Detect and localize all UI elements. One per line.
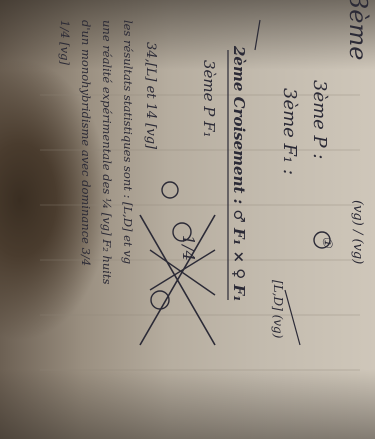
result-line-1: les résultats statistiques sont : [L,D] … (121, 20, 135, 265)
result-line-3: d'un monohybridisme avec dominance 3/4 (79, 20, 93, 267)
phenotype-line-text: 34,[L] et 14 [vg] (143, 42, 158, 150)
top-shadow (0, 0, 375, 70)
generation-top-text: 3ème (344, 0, 372, 61)
result-line-4: 1/4 [vg] (58, 20, 72, 65)
gen-line-text: 3ème P F₁ (200, 60, 218, 138)
genotype-ratio-text: (vg) / (vg) (350, 200, 365, 265)
line-p-text: 3ème P : (309, 80, 330, 160)
bottom-shadow (0, 369, 375, 439)
bottom-fraction-text: 1/4 (179, 235, 198, 261)
circle-label-text: ① (319, 236, 334, 248)
cross-header-text: 2ème Croisement : ♂ F₁ × ♀ F₁ (230, 46, 248, 302)
fraction-label-text: [L,D] (vg) (271, 280, 285, 339)
result-line-2: une réalité expérimentale des ¼ [vg] F₂ … (100, 20, 114, 285)
line-f1-text: 3ème F₁ : (279, 88, 300, 176)
